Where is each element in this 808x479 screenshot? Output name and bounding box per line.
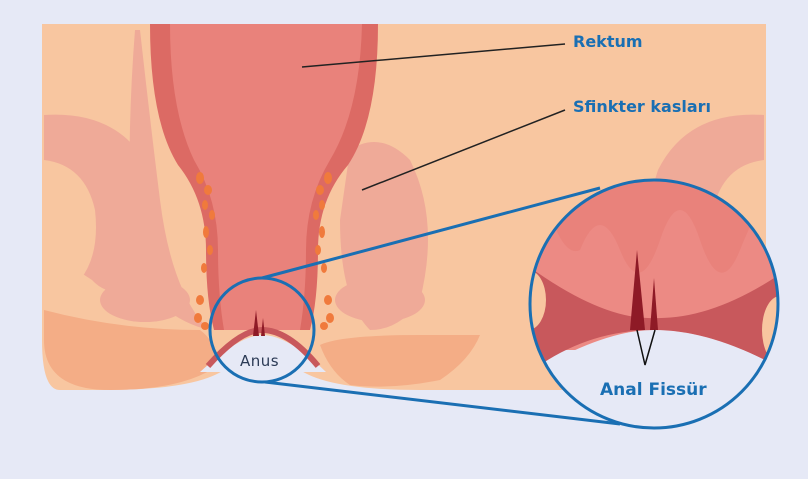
label-anal-fissure: Anal Fissür bbox=[600, 380, 707, 400]
fat-granules bbox=[194, 172, 334, 330]
label-anus: Anus bbox=[240, 352, 280, 370]
small-fissure bbox=[253, 310, 265, 336]
callout-lines bbox=[208, 186, 621, 426]
left-muscle bbox=[44, 30, 210, 330]
rectum bbox=[150, 24, 378, 330]
pointer-lines bbox=[301, 43, 566, 191]
small-zoom-circle bbox=[208, 276, 316, 384]
anal-opening bbox=[200, 335, 326, 372]
label-rectum: Rektum bbox=[573, 32, 643, 51]
zoom-circle bbox=[528, 178, 780, 430]
label-sphincter-muscles: Sfinkter kasları bbox=[573, 97, 711, 116]
